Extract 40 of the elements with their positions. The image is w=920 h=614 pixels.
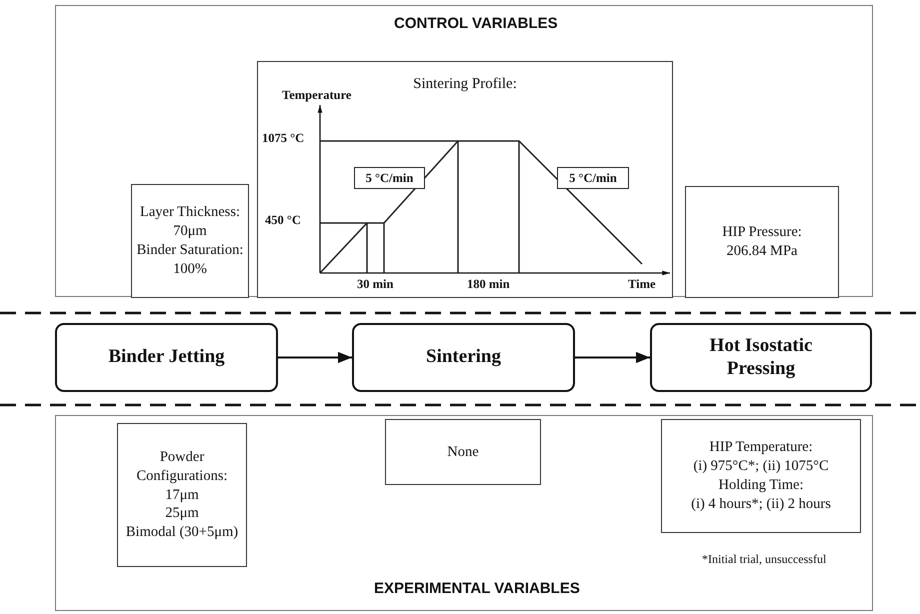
- axis-label: Temperature: [282, 88, 352, 103]
- variable-text: Binder Saturation:: [136, 241, 244, 260]
- variable-text: (i) 975°C*; (ii) 1075°C: [693, 457, 829, 476]
- tick-label: 1075 °C: [262, 131, 304, 146]
- rate-box: 5 °C/min: [354, 167, 425, 189]
- panel-heading: EXPERIMENTAL VARIABLES: [374, 580, 580, 597]
- variable-text: 70μm: [173, 222, 207, 241]
- process-box: Hot Isostatic Pressing: [650, 323, 872, 392]
- variable-box: [117, 423, 247, 567]
- variable-text: 17μm: [165, 486, 199, 504]
- variable-text: Layer Thickness:: [140, 203, 240, 222]
- chart-title: Sintering Profile:: [412, 76, 518, 93]
- variable-text: HIP Pressure:: [722, 223, 802, 242]
- rate-box: 5 °C/min: [557, 167, 629, 189]
- variable-text: Holding Time:: [718, 476, 804, 495]
- process-box: Sintering: [352, 323, 575, 392]
- variable-text: Bimodal (30+5μm): [126, 523, 238, 542]
- footnote: *Initial trial, unsuccessful: [702, 552, 826, 567]
- variable-text: None: [447, 442, 479, 462]
- arrow: [575, 352, 650, 364]
- panel-heading: CONTROL VARIABLES: [394, 15, 558, 32]
- variable-text: 206.84 MPa: [726, 242, 798, 261]
- variables-panel: [55, 5, 873, 297]
- variable-text: HIP Temperature:: [709, 438, 813, 458]
- arrow: [278, 352, 352, 364]
- variable-box: [685, 186, 839, 298]
- variable-box: [385, 419, 541, 485]
- variables-panel: [55, 415, 873, 611]
- variable-box: [661, 419, 861, 533]
- chart-panel: [257, 61, 673, 298]
- variable-text: Powder Configurations:: [135, 448, 229, 486]
- duration-label: 180 min: [467, 277, 510, 292]
- process-box: Binder Jetting: [55, 323, 278, 392]
- duration-label: 30 min: [357, 277, 394, 292]
- axis-label: Time: [628, 277, 656, 292]
- variable-text: 100%: [173, 260, 207, 279]
- tick-label: 450 °C: [265, 213, 301, 228]
- variable-box: [131, 184, 249, 298]
- variable-text: (i) 4 hours*; (ii) 2 hours: [691, 494, 831, 514]
- variable-text: 25μm: [165, 504, 199, 524]
